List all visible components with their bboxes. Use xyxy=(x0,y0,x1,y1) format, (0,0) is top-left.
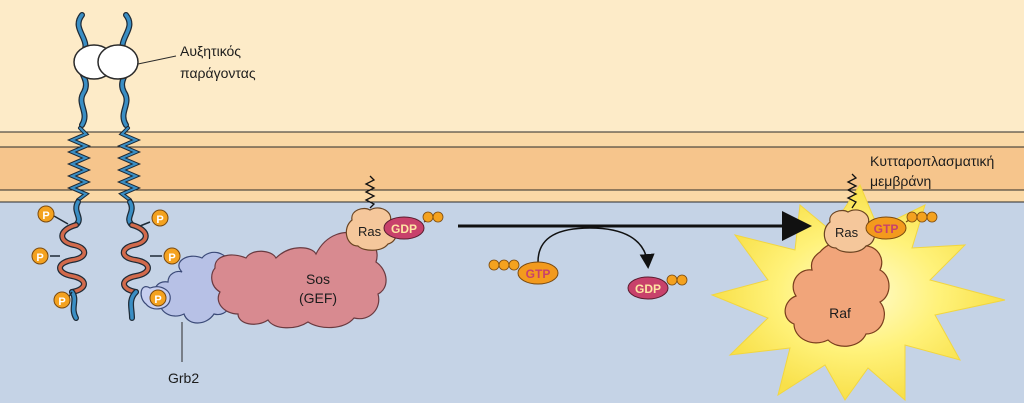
svg-text:P: P xyxy=(36,252,43,264)
exchange-curve xyxy=(537,227,655,269)
svg-text:GDP: GDP xyxy=(635,282,661,296)
growth-factor-label-1: Αυξητικός xyxy=(180,43,241,59)
svg-text:P: P xyxy=(42,210,49,222)
extracellular-space xyxy=(0,0,1024,132)
gdp-molecule-free: GDP xyxy=(627,274,688,300)
svg-text:GTP: GTP xyxy=(526,267,551,281)
svg-text:GTP: GTP xyxy=(874,222,899,236)
ras-label-left: Ras xyxy=(358,224,382,239)
phosphate-group: P xyxy=(150,247,181,265)
grb2-label: Grb2 xyxy=(168,370,199,386)
membrane-outer-band xyxy=(0,132,1024,147)
phosphate-group: P xyxy=(149,289,167,307)
raf-label: Raf xyxy=(829,305,851,321)
ras-label-right: Ras xyxy=(835,225,859,240)
ras-lipid-anchor-right xyxy=(846,173,858,209)
ras-lipid-anchor-left xyxy=(364,175,376,209)
membrane-label-1: Κυτταροπλασματική xyxy=(870,153,994,169)
membrane-core xyxy=(0,147,1024,190)
growth-factor xyxy=(73,44,177,80)
receptor-right xyxy=(116,12,151,321)
phosphate-group: P xyxy=(37,205,69,225)
phosphate-group: P xyxy=(53,291,73,309)
growth-factor-label-2: παράγοντας xyxy=(180,65,256,81)
svg-text:GDP: GDP xyxy=(391,222,417,236)
svg-text:P: P xyxy=(154,294,161,306)
membrane-inner-band xyxy=(0,190,1024,202)
membrane-label-2: μεμβράνη xyxy=(870,173,931,189)
gtp-molecule-free: GTP xyxy=(488,259,559,285)
svg-text:P: P xyxy=(168,252,175,264)
svg-text:P: P xyxy=(156,214,163,226)
sos-protein xyxy=(211,232,387,329)
gdp-molecule-left: GDP xyxy=(383,211,444,240)
phosphate-group: P xyxy=(139,209,169,227)
sos-label-2: (GEF) xyxy=(299,290,337,306)
gtp-molecule-bound: GTP xyxy=(865,211,938,240)
phosphate-group: P xyxy=(31,247,60,265)
svg-text:P: P xyxy=(58,296,65,308)
sos-label-1: Sos xyxy=(306,271,330,287)
raf-protein xyxy=(784,240,890,347)
